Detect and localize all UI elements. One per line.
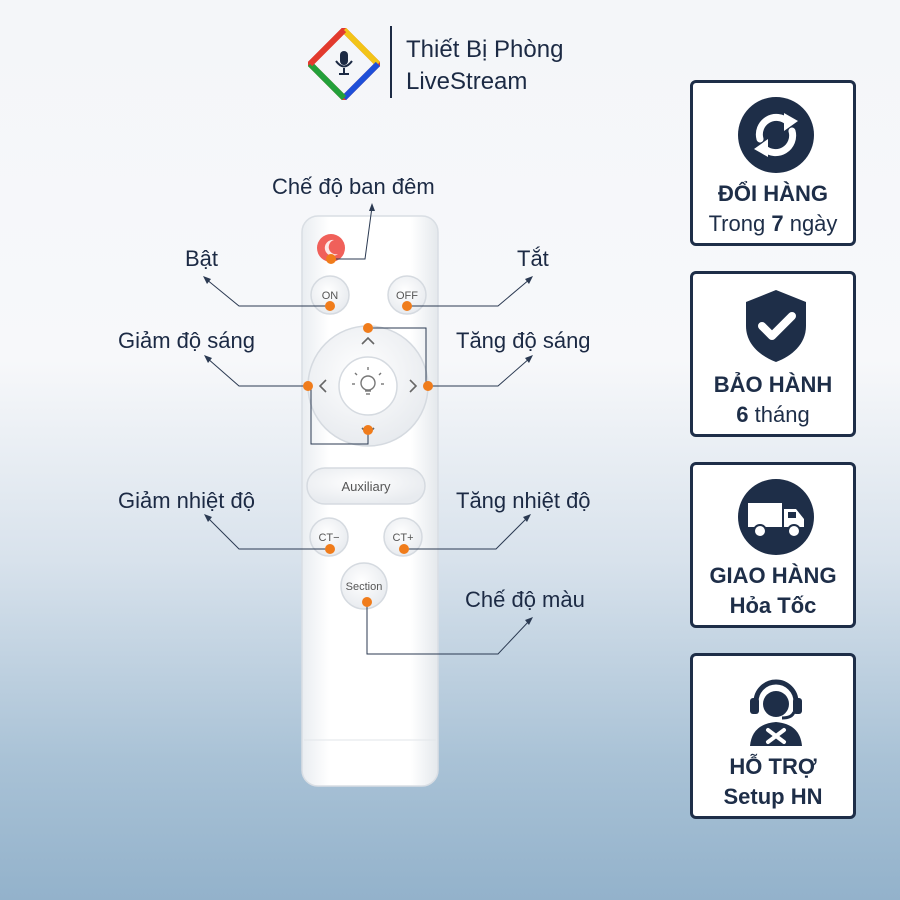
- badge-exchange-subtitle: Trong 7 ngày: [708, 211, 838, 236]
- callout-on: Bật: [185, 246, 219, 271]
- remote-illustration: ON OFF Auxiliary CT− CT+ Section: [203, 203, 533, 787]
- exchange-icon: [738, 97, 814, 173]
- brand-logo-icon: [308, 28, 380, 100]
- callout-arrowheads: [203, 203, 533, 625]
- brand-name-line1: Thiết Bị Phòng: [406, 36, 564, 63]
- badge-delivery-title: GIAO HÀNG: [709, 563, 837, 588]
- callout-lines: [205, 206, 531, 655]
- auxiliary-button-label: Auxiliary: [341, 479, 391, 494]
- badge-support: HỖ TRỢ Setup HN: [690, 653, 856, 819]
- callout-temp-down: Giảm nhiệt độ: [118, 488, 255, 513]
- chevron-up-icon: [361, 336, 375, 345]
- badge-exchange: ĐỔI HÀNG Trong 7 ngày: [690, 80, 856, 246]
- ct-minus-button[interactable]: [309, 517, 349, 557]
- section-button-label: Section: [346, 581, 383, 593]
- badge-warranty-title: BẢO HÀNH: [713, 372, 833, 397]
- brand-name-line2: LiveStream: [406, 68, 528, 95]
- badge-exchange-title: ĐỔI HÀNG: [718, 181, 828, 206]
- chevron-left-icon: [318, 379, 327, 393]
- support-agent-icon: [750, 679, 802, 746]
- on-button-label: ON: [322, 290, 339, 302]
- remote-diagram: ON OFF Auxiliary CT− CT+ Section: [118, 174, 591, 787]
- off-button[interactable]: [387, 275, 427, 315]
- ct-plus-label: CT+: [392, 532, 413, 544]
- center-light-button[interactable]: [338, 356, 398, 416]
- off-button-label: OFF: [396, 290, 418, 302]
- callout-temp-up: Tăng nhiệt độ: [456, 488, 591, 513]
- on-button[interactable]: [310, 275, 350, 315]
- night-mode-button[interactable]: [317, 234, 345, 262]
- callout-dots: [303, 254, 433, 607]
- auxiliary-button[interactable]: [306, 467, 426, 505]
- truck-icon: [738, 479, 814, 555]
- callout-dim: Giảm độ sáng: [118, 328, 255, 353]
- badge-delivery-subtitle: Hỏa Tốc: [729, 593, 817, 618]
- brand-divider: [390, 26, 392, 98]
- bulb-icon: [352, 367, 384, 395]
- badge-warranty-subtitle: 6 tháng: [736, 402, 810, 427]
- callout-brighten: Tăng độ sáng: [456, 328, 591, 353]
- chevron-right-icon: [409, 379, 418, 393]
- ct-plus-button[interactable]: [383, 517, 423, 557]
- shield-check-icon: [746, 290, 806, 362]
- callout-night-mode: Chế độ ban đêm: [272, 174, 435, 199]
- brand-header: Thiết Bị Phòng LiveStream: [308, 24, 608, 100]
- moon-icon: [324, 239, 338, 256]
- badge-warranty: BẢO HÀNH 6 tháng: [690, 271, 856, 437]
- section-button[interactable]: [340, 562, 388, 610]
- badge-support-subtitle: Setup HN: [723, 784, 823, 809]
- badge-support-title: HỖ TRỢ: [729, 754, 817, 779]
- ct-minus-label: CT−: [318, 532, 339, 544]
- callout-off: Tắt: [517, 246, 549, 271]
- callout-color-mode: Chế độ màu: [465, 587, 585, 612]
- badge-delivery: GIAO HÀNG Hỏa Tốc: [690, 462, 856, 628]
